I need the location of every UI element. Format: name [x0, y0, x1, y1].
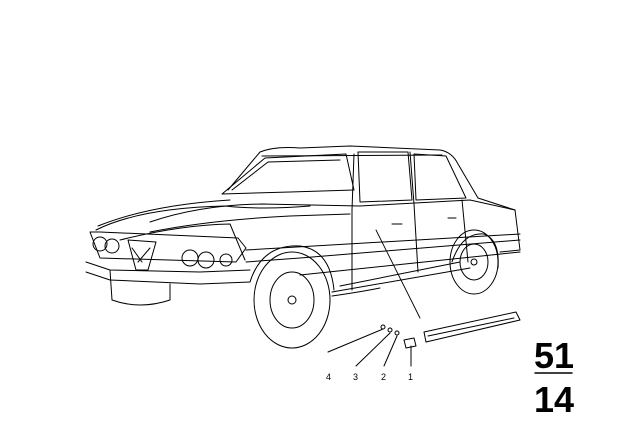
nut-part	[387, 327, 393, 333]
washer-part	[394, 330, 400, 336]
car-illustration	[85, 145, 521, 349]
group-number-main: 51	[534, 335, 574, 376]
parts-group	[327, 311, 521, 367]
clip-part	[403, 337, 417, 349]
callout-4: 4	[326, 372, 331, 382]
callout-3: 3	[353, 372, 358, 382]
callout-1: 1	[408, 372, 413, 382]
screw-part	[380, 324, 386, 330]
group-number-sub: 14	[534, 379, 574, 420]
trim-strip	[423, 311, 521, 343]
callout-2: 2	[381, 372, 386, 382]
